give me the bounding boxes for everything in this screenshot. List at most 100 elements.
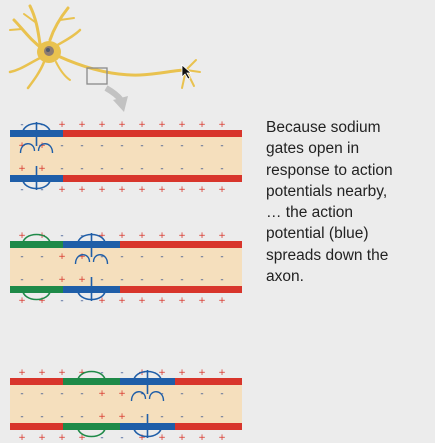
inner-charge: - — [40, 389, 43, 399]
inner-charge: - — [120, 252, 123, 262]
outer-charge: - — [80, 296, 83, 306]
current-arc — [74, 254, 91, 265]
inner-charge: - — [60, 389, 63, 399]
down-arrow-icon — [104, 85, 128, 112]
caption-line: axon. — [266, 268, 304, 286]
axon-state-2: ++++----++++++++++++++----++++----------… — [10, 231, 242, 306]
membrane-segment-resting — [175, 286, 210, 293]
current-arc — [92, 254, 109, 265]
outer-charge: - — [40, 185, 43, 195]
inner-charge: - — [180, 275, 183, 285]
inner-charge: - — [120, 164, 123, 174]
outer-charge: + — [158, 120, 166, 130]
membrane-segment-resting — [120, 286, 175, 293]
inner-charge: - — [40, 275, 43, 285]
mouse-cursor-icon — [181, 64, 193, 80]
inner-charge: + — [118, 412, 126, 422]
inner-charge: - — [80, 164, 83, 174]
membrane-segment-resting — [63, 130, 120, 137]
inner-charge: + — [38, 164, 46, 174]
inner-charge: - — [160, 141, 163, 151]
outer-charge: + — [58, 120, 66, 130]
membrane-segment-resting — [210, 286, 242, 293]
outer-charge: + — [18, 296, 26, 306]
caption-line: gates open in — [266, 140, 360, 158]
inner-charge: - — [220, 275, 223, 285]
explanation-text: Because sodium gates open in response to… — [266, 117, 431, 287]
outer-charge: + — [138, 433, 146, 443]
outer-charge: + — [198, 231, 206, 241]
outer-charge: + — [158, 296, 166, 306]
inner-charge: - — [200, 252, 203, 262]
outer-charge: + — [218, 296, 226, 306]
inner-charge: + — [118, 389, 126, 399]
inner-charge: - — [200, 141, 203, 151]
current-arc — [21, 233, 52, 246]
inner-charge: - — [140, 164, 143, 174]
inner-charge: + — [78, 252, 86, 262]
inner-charge: - — [160, 164, 163, 174]
outer-charge: + — [58, 368, 66, 378]
outer-charge: - — [60, 231, 63, 241]
inner-charge: - — [160, 275, 163, 285]
inner-charge: + — [98, 389, 106, 399]
cytoplasm — [10, 385, 242, 423]
outer-charge: - — [20, 185, 23, 195]
inner-charge: + — [98, 412, 106, 422]
outer-charge: - — [120, 433, 123, 443]
outer-charge: + — [118, 185, 126, 195]
outer-charge: + — [198, 185, 206, 195]
outer-charge: + — [18, 433, 26, 443]
membrane-segment-resting — [210, 241, 242, 248]
inner-charge: - — [180, 389, 183, 399]
membrane-segment-resting — [10, 378, 63, 385]
inner-charge: + — [58, 275, 66, 285]
outer-charge: + — [218, 120, 226, 130]
outer-charge: + — [18, 231, 26, 241]
membrane-segment-resting — [175, 130, 210, 137]
outer-charge: + — [98, 185, 106, 195]
axon-state-1: ----++++++++++++++++++++++--------------… — [10, 120, 242, 195]
inner-charge: - — [60, 412, 63, 422]
membrane-segment-resting — [210, 423, 242, 430]
outer-charge: + — [178, 296, 186, 306]
membrane-segment-recovering — [63, 423, 120, 430]
inner-charge: - — [200, 275, 203, 285]
inner-charge: - — [200, 389, 203, 399]
outer-charge: + — [138, 231, 146, 241]
outer-charge: + — [218, 185, 226, 195]
current-arc — [19, 143, 36, 154]
outer-charge: + — [118, 231, 126, 241]
inner-charge: - — [180, 412, 183, 422]
inner-charge: - — [220, 164, 223, 174]
membrane-segment-resting — [120, 241, 175, 248]
outer-charge: + — [178, 120, 186, 130]
inner-charge: - — [120, 275, 123, 285]
inner-charge: - — [20, 389, 23, 399]
membrane-segment-resting — [120, 130, 175, 137]
axon-state-3: ++++++++----++++++++++--------++++------… — [10, 368, 242, 443]
outer-charge: + — [218, 368, 226, 378]
inner-charge: - — [20, 275, 23, 285]
inner-charge: - — [40, 252, 43, 262]
outer-charge: + — [178, 368, 186, 378]
inner-charge: - — [180, 252, 183, 262]
membrane-segment-resting — [175, 241, 210, 248]
inner-charge: - — [120, 141, 123, 151]
outer-charge: + — [18, 368, 26, 378]
outer-charge: + — [38, 296, 46, 306]
outer-charge: - — [20, 120, 23, 130]
inner-charge: + — [38, 141, 46, 151]
outer-charge: + — [98, 120, 106, 130]
membrane-segment-resting — [210, 378, 242, 385]
outer-charge: + — [78, 120, 86, 130]
outer-charge: + — [78, 185, 86, 195]
inner-charge: - — [20, 412, 23, 422]
caption-line: spreads down the — [266, 246, 389, 264]
inner-charge: - — [100, 252, 103, 262]
current-arc — [148, 391, 165, 402]
outer-charge: - — [100, 433, 103, 443]
inner-charge: - — [180, 141, 183, 151]
inner-charge: - — [180, 164, 183, 174]
